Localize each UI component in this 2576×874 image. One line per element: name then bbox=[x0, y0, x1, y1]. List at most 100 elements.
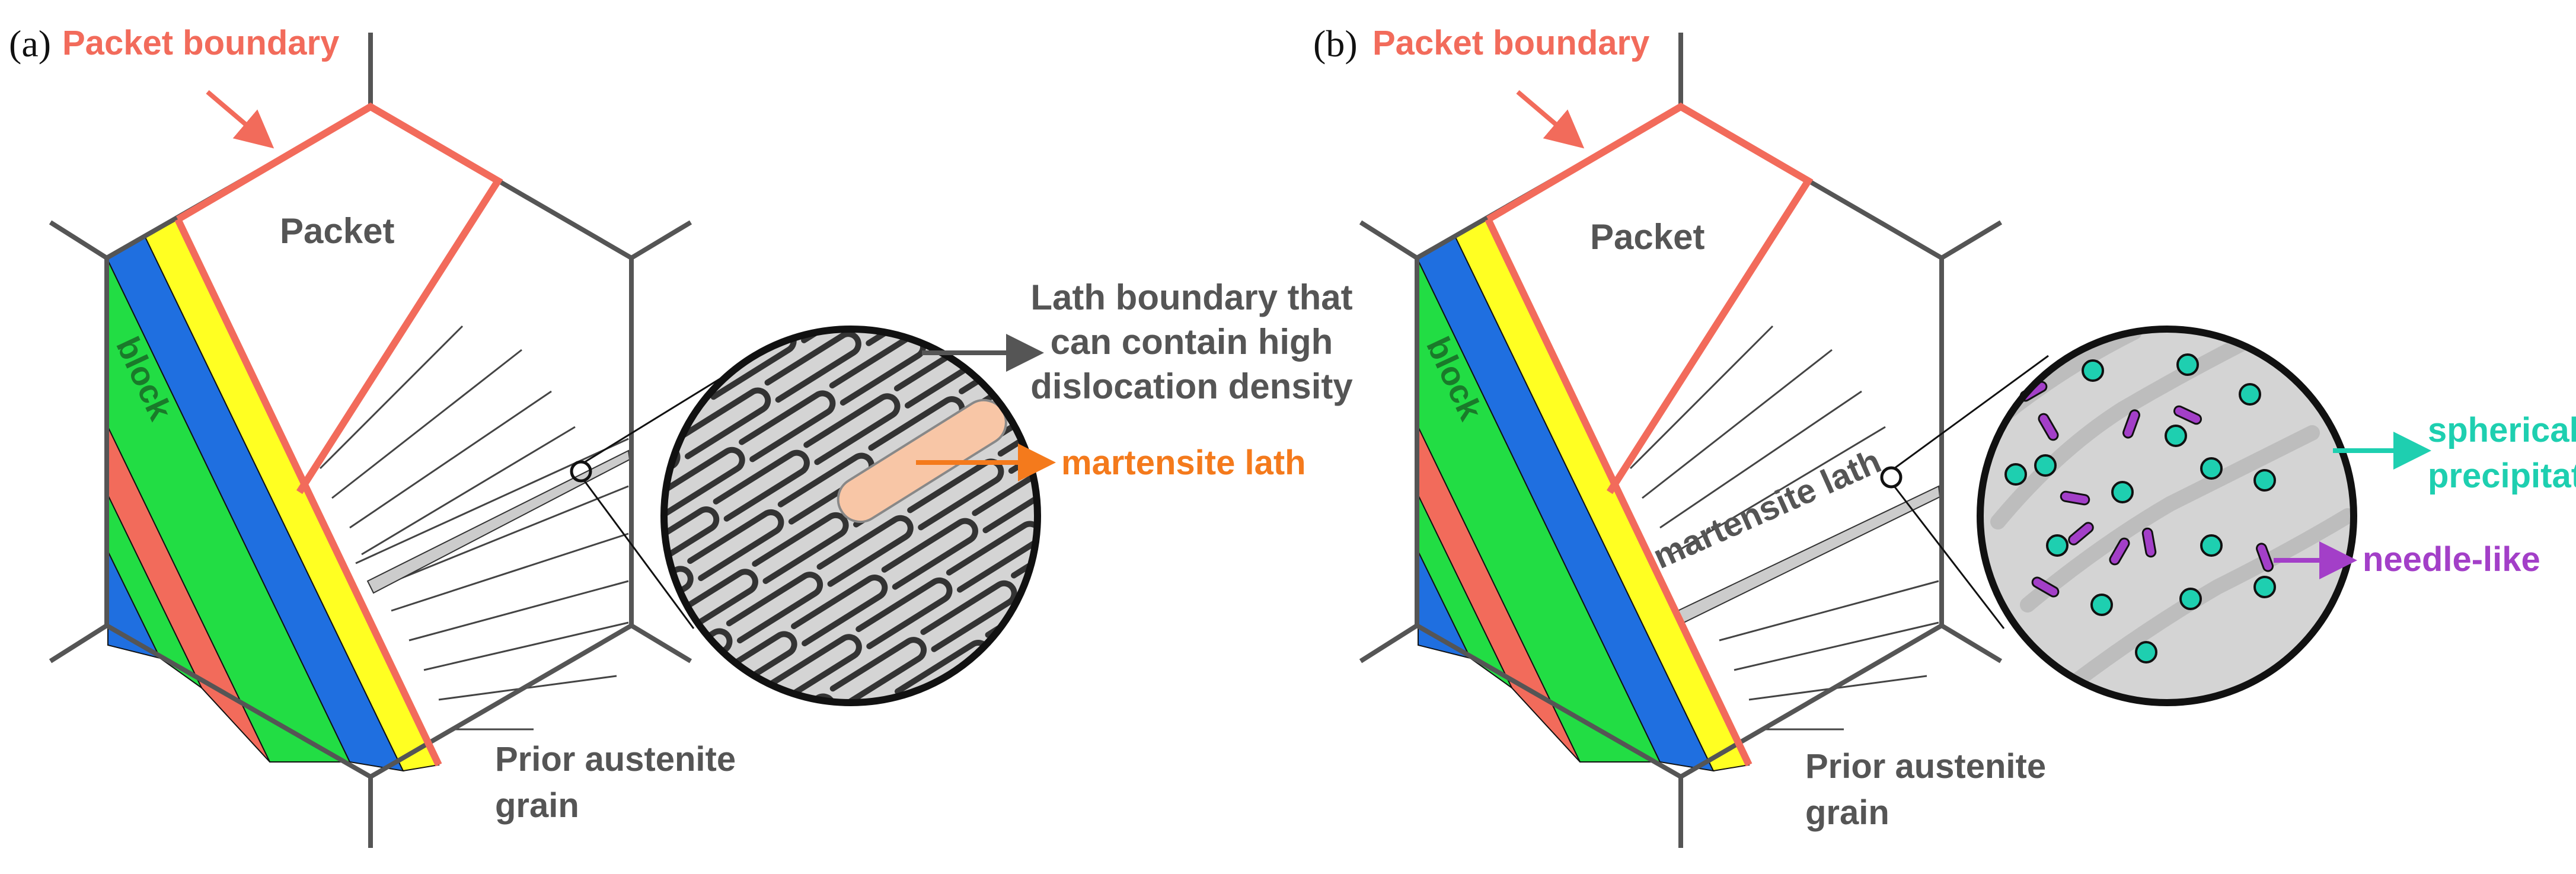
lath-segment bbox=[1234, 472, 1329, 541]
packet-boundary-arrow-a bbox=[206, 90, 274, 149]
panel-tag-a: (a) bbox=[9, 23, 51, 65]
precipitates bbox=[2004, 353, 2276, 664]
lath-segment bbox=[803, 393, 901, 465]
lath-segment bbox=[1039, 161, 1134, 230]
lath-segment bbox=[1000, 98, 1095, 167]
grain-label-a-line2: grain bbox=[495, 786, 579, 825]
lath-segment bbox=[713, 449, 810, 522]
lath-segment bbox=[687, 509, 784, 581]
spherical-precipitate bbox=[2200, 457, 2223, 480]
needle-precipitate bbox=[2038, 413, 2059, 441]
lath-boundary-label-line3: dislocation density bbox=[1030, 366, 1353, 406]
spherical-precipitate bbox=[2090, 594, 2113, 616]
lath-segment bbox=[819, 211, 914, 280]
spherical-label-line1: spherical bbox=[2428, 411, 2576, 449]
needle-precipitate bbox=[2141, 527, 2157, 558]
lath-segment bbox=[691, 812, 786, 874]
lath-segment bbox=[920, 329, 1017, 349]
needle-precipitate bbox=[2122, 409, 2140, 439]
lath-segment bbox=[535, 562, 630, 631]
packet-boundary-line-a bbox=[175, 103, 503, 495]
lath-segment bbox=[739, 390, 836, 462]
lath-lines-a bbox=[319, 325, 629, 731]
lath-segment bbox=[829, 637, 927, 703]
spherical-precipitate bbox=[2253, 469, 2276, 492]
needle-precipitate bbox=[2173, 405, 2202, 425]
spherical-precipitate bbox=[2253, 576, 2276, 598]
lath-boundary-label-line1: Lath boundary that bbox=[1030, 277, 1352, 317]
lath-segment bbox=[920, 580, 1017, 652]
panel-b: (b) Packet boundary Packet block martens… bbox=[1313, 23, 2576, 848]
lath-segment bbox=[949, 217, 1043, 286]
spherical-precipitate bbox=[2176, 353, 2199, 376]
lath-segment bbox=[946, 521, 1038, 593]
needle-precipitate bbox=[2031, 576, 2060, 598]
lath-segment bbox=[781, 755, 876, 824]
grain-b bbox=[1359, 33, 2049, 848]
lath-segment bbox=[855, 329, 952, 346]
panel-a: (a) Packet boundary Packet block Lath bo… bbox=[9, 23, 1353, 874]
lath-segment bbox=[1104, 163, 1199, 232]
spherical-precipitate bbox=[2004, 463, 2027, 486]
grain-junctions-b bbox=[1359, 33, 2003, 848]
lath-segment bbox=[664, 625, 668, 697]
grain-a bbox=[49, 33, 739, 848]
packet-boundary-arrow-b bbox=[1516, 90, 1585, 149]
lath-segment bbox=[881, 518, 978, 590]
lath-segment bbox=[664, 506, 720, 579]
spherical-precipitate bbox=[2046, 534, 2069, 557]
packet-boundary-label-b: Packet boundary bbox=[1372, 24, 1649, 62]
lath-segment bbox=[664, 446, 745, 519]
packet-label-a: Packet bbox=[280, 211, 394, 251]
zoom-origin-b bbox=[1880, 466, 1903, 489]
lath-segment bbox=[1143, 529, 1238, 598]
grain-label-a-line1: Prior austenite bbox=[495, 740, 736, 779]
lath-segment bbox=[752, 512, 849, 584]
martensite-lath-label-a: martensite lath bbox=[1061, 444, 1306, 482]
needle-precipitate bbox=[2068, 522, 2094, 546]
lath-segment bbox=[673, 387, 771, 460]
grain-junctions-a bbox=[49, 33, 692, 848]
lath-segment bbox=[909, 155, 1004, 224]
lath-segment bbox=[816, 515, 914, 587]
spherical-precipitate bbox=[2135, 641, 2157, 664]
panel-tag-b: (b) bbox=[1313, 23, 1358, 65]
lath-segment bbox=[856, 577, 953, 649]
lath-segment bbox=[1065, 101, 1160, 170]
spherical-precipitate bbox=[2179, 588, 2202, 610]
spherical-precipitate bbox=[2239, 383, 2261, 406]
grain-label-b-line2: grain bbox=[1805, 793, 1889, 832]
zoom-origin-a bbox=[570, 460, 592, 483]
lath-segment bbox=[972, 461, 1038, 534]
spherical-precipitate bbox=[2034, 454, 2057, 477]
needle-precipitate bbox=[2060, 490, 2090, 506]
lath-segment bbox=[884, 214, 979, 283]
lath-boundary-label-line2: can contain high bbox=[1051, 322, 1333, 362]
needle-precipitate bbox=[2256, 543, 2274, 572]
lath-segment bbox=[726, 572, 823, 644]
spherical-precipitate bbox=[2165, 425, 2187, 447]
packet-boundary-label-a: Packet boundary bbox=[62, 24, 339, 62]
lath-segment bbox=[725, 329, 823, 340]
needle-precipitate bbox=[2109, 537, 2130, 566]
packet-boundary-line-b bbox=[1486, 103, 1814, 495]
spherical-precipitate bbox=[2082, 359, 2104, 382]
lath-segment bbox=[764, 331, 861, 403]
martensite-lath-label-b: martensite lath bbox=[1648, 442, 1886, 576]
lath-segment bbox=[548, 381, 643, 450]
lath-segment bbox=[869, 699, 966, 703]
spherical-precipitate bbox=[2200, 534, 2223, 557]
grain-label-b-line1: Prior austenite bbox=[1805, 747, 2046, 786]
boundary-line-a bbox=[174, 218, 442, 767]
faint-lath-pattern-b bbox=[1990, 329, 2354, 690]
lath-lines-b bbox=[1629, 325, 1939, 731]
lath-segment bbox=[1053, 585, 1148, 655]
boundary-line-b bbox=[1485, 218, 1753, 767]
packet-label-b: Packet bbox=[1590, 217, 1704, 257]
lath-segment bbox=[1078, 526, 1173, 595]
spherical-precipitate bbox=[2111, 481, 2134, 503]
lath-segment bbox=[974, 158, 1069, 227]
spherical-label-line2: precipitates bbox=[2428, 457, 2576, 495]
lath-segment bbox=[791, 575, 888, 647]
